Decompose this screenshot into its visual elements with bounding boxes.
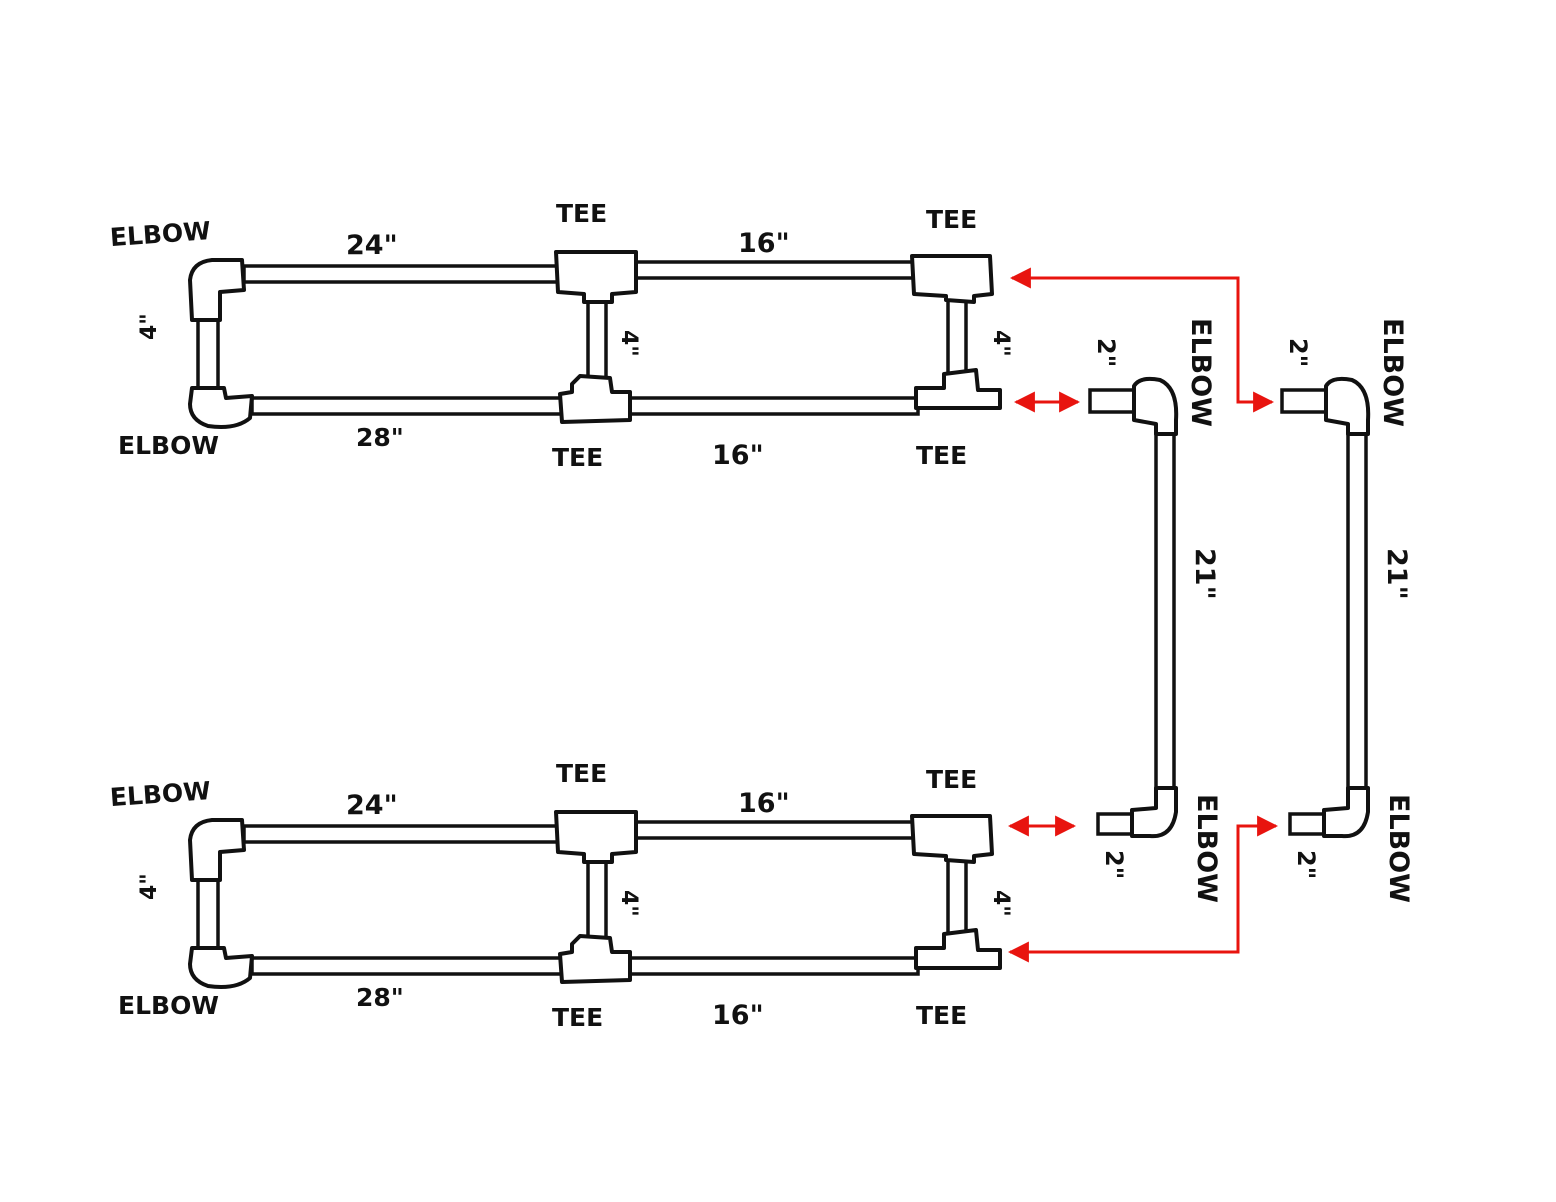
label-top-right-length: 16"	[738, 788, 790, 819]
label-elbow-bottom: ELBOW	[118, 991, 219, 1020]
label-bottom-elbow: ELBOW	[1383, 794, 1414, 903]
label-tee-bottom-mid: TEE	[552, 443, 603, 472]
riser-pipe	[1346, 430, 1368, 800]
label-bottom-left-length: 28"	[356, 983, 404, 1012]
label-tee-top-right: TEE	[926, 205, 977, 234]
label-tee-bottom-right: TEE	[916, 1001, 967, 1030]
post-left	[196, 316, 220, 390]
pipe-top-right	[632, 260, 916, 280]
elbow-bottom-left	[188, 946, 254, 989]
label-left-post: 4"	[137, 313, 162, 340]
pipe-bottom-left	[250, 396, 564, 416]
arrow-top-frame-to-right-connector	[1009, 267, 1275, 413]
label-bottom-stub: 2"	[1292, 850, 1320, 879]
pipe-bottom-right	[626, 956, 920, 976]
label-mid-post: 4"	[616, 890, 641, 917]
label-right-post: 4"	[988, 890, 1013, 917]
elbow-top	[1132, 376, 1179, 436]
elbow-bottom-left	[188, 386, 254, 429]
tee-top-mid	[554, 250, 638, 304]
label-bottom-right-length: 16"	[712, 440, 764, 471]
tee-bottom-mid	[558, 934, 632, 984]
label-top-elbow: ELBOW	[1377, 318, 1408, 427]
label-mid-post: 4"	[616, 330, 641, 357]
pipe-bottom-right	[626, 396, 920, 416]
post-right	[946, 296, 968, 380]
tee-top-right	[910, 814, 994, 864]
label-elbow-top: ELBOW	[109, 216, 212, 252]
post-mid	[586, 858, 608, 942]
arrow-bottom-frame-to-right-connector	[1007, 815, 1279, 963]
label-elbow-bottom: ELBOW	[118, 431, 219, 460]
label-tee-bottom-right: TEE	[916, 441, 967, 470]
frame-bottom: ELBOW ELBOW TEE TEE TEE TEE 24" 16" 28" …	[109, 759, 1013, 1032]
elbow-bottom	[1322, 786, 1370, 839]
post-left	[196, 876, 220, 950]
label-tee-top-mid: TEE	[556, 759, 607, 788]
tee-bottom-mid	[558, 374, 632, 424]
label-tee-top-right: TEE	[926, 765, 977, 794]
label-bottom-left-length: 28"	[356, 423, 404, 452]
label-top-stub: 2"	[1284, 338, 1312, 367]
pipe-bottom-left	[250, 956, 564, 976]
assembly-arrows	[1007, 267, 1279, 963]
label-riser: 21"	[1189, 548, 1220, 600]
label-top-right-length: 16"	[738, 228, 790, 259]
frame-top: ELBOW ELBOW TEE TEE TEE TEE 24" 16" 28" …	[109, 199, 1013, 472]
label-left-post: 4"	[137, 873, 162, 900]
post-right	[946, 856, 968, 940]
elbow-top-left	[188, 258, 246, 322]
label-top-left-length: 24"	[346, 230, 398, 261]
label-bottom-right-length: 16"	[712, 1000, 764, 1031]
stub-bottom	[1288, 812, 1328, 836]
label-riser: 21"	[1381, 548, 1412, 600]
elbow-bottom	[1130, 786, 1178, 839]
label-tee-top-mid: TEE	[556, 199, 607, 228]
riser-pipe	[1154, 430, 1176, 800]
pipe-top-left	[242, 264, 562, 284]
tee-top-right	[910, 254, 994, 304]
stub-top	[1088, 388, 1138, 414]
label-top-elbow: ELBOW	[1185, 318, 1216, 427]
pipe-top-left	[242, 824, 562, 844]
elbow-top-left	[188, 818, 246, 882]
elbow-top	[1324, 376, 1371, 436]
label-bottom-stub: 2"	[1100, 850, 1128, 879]
stub-bottom	[1096, 812, 1136, 836]
label-right-post: 4"	[988, 330, 1013, 357]
tee-top-mid	[554, 810, 638, 864]
tee-bottom-right	[914, 928, 1002, 970]
stub-top	[1280, 388, 1330, 414]
label-tee-bottom-mid: TEE	[552, 1003, 603, 1032]
label-top-left-length: 24"	[346, 790, 398, 821]
label-bottom-elbow: ELBOW	[1191, 794, 1222, 903]
pipe-top-right	[632, 820, 916, 840]
connector-left: ELBOW ELBOW 2" 2" 21"	[1088, 318, 1222, 903]
tee-bottom-right	[914, 368, 1002, 410]
label-elbow-top: ELBOW	[109, 776, 212, 812]
label-top-stub: 2"	[1092, 338, 1120, 367]
post-mid	[586, 298, 608, 382]
connector-right: ELBOW ELBOW 2" 2" 21"	[1280, 318, 1414, 903]
